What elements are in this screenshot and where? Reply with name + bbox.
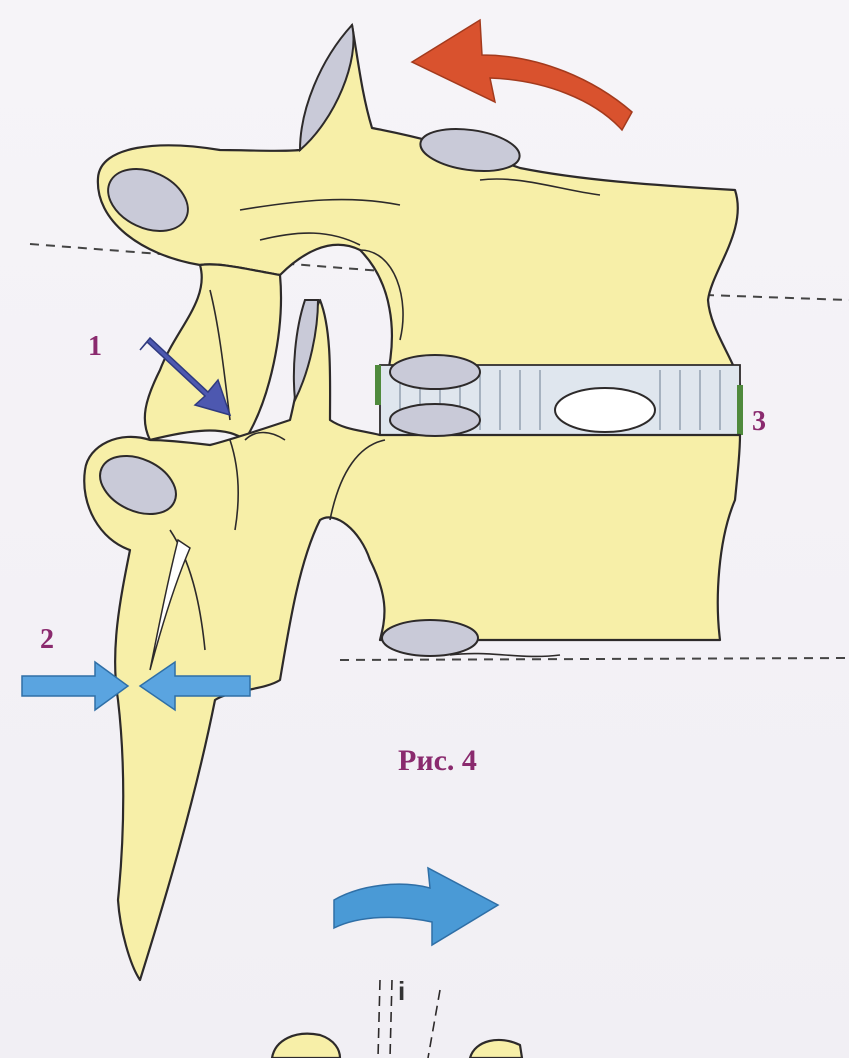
disc-upper-facet [390, 355, 480, 389]
compression-arrow-2-left [22, 662, 128, 710]
label-1: 1 [88, 331, 102, 362]
bottom-partial-vertebra-right [470, 1040, 522, 1058]
figure-caption: Рис. 4 [398, 744, 477, 777]
disc-lower-facet [390, 404, 480, 436]
nucleus-pulposus [555, 388, 655, 432]
label-3: 3 [752, 406, 766, 437]
lower-bottom-facet [382, 620, 478, 656]
bottom-partial-vertebra-left [272, 1034, 340, 1058]
lower-reference-line [340, 658, 849, 660]
bottom-rotation-arrow [334, 868, 498, 945]
bottom-mark: i [398, 976, 405, 1006]
bottom-reference-marks [378, 980, 440, 1058]
upper-right-reference-line [705, 295, 849, 300]
top-rotation-arrow [412, 20, 632, 130]
label-2: 2 [40, 624, 54, 655]
